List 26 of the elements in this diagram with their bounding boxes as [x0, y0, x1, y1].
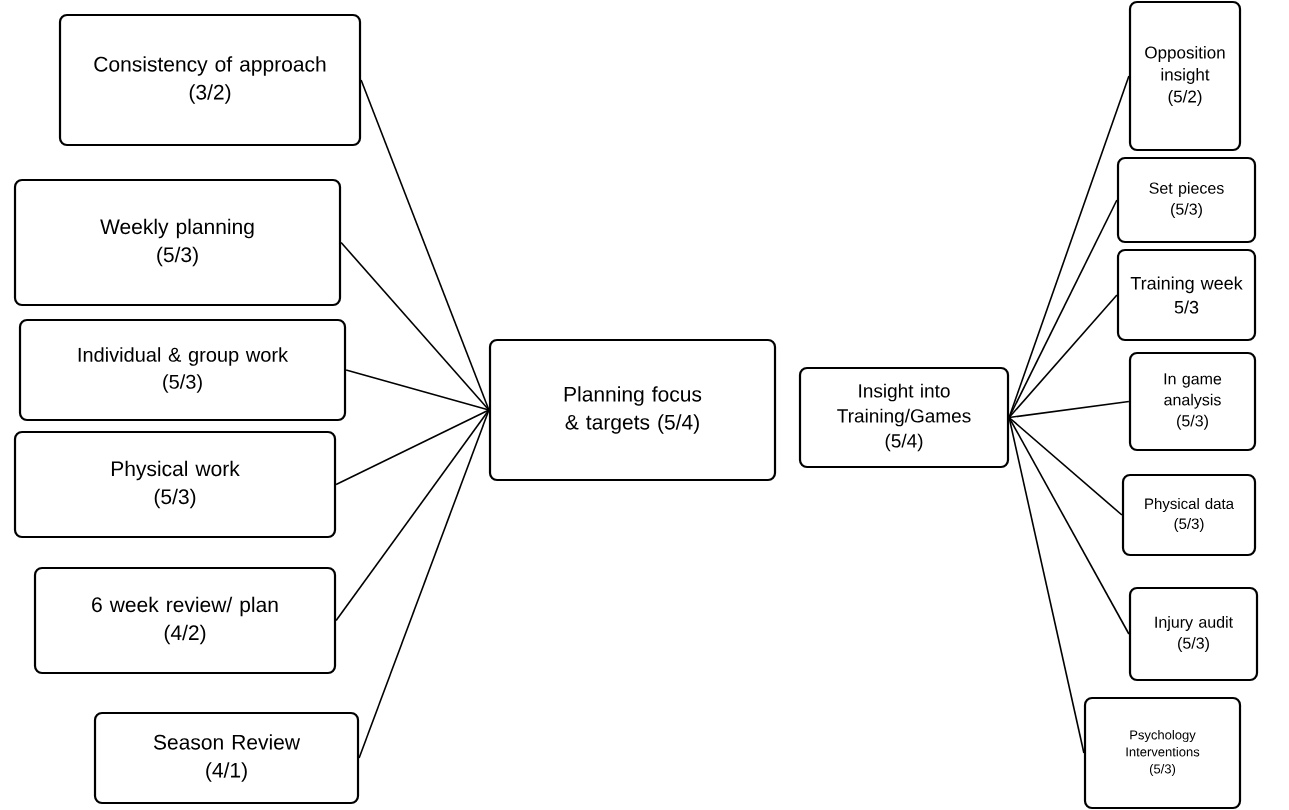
connector-line — [340, 241, 490, 411]
process-box: Planning focus & targets (5/4) — [488, 338, 777, 482]
process-box: In game analysis (5/3) — [1128, 351, 1257, 452]
connector-line — [1008, 416, 1123, 516]
connector-line — [1008, 400, 1130, 419]
connector-line — [1008, 416, 1085, 754]
connector-line — [335, 409, 490, 486]
connector-line — [358, 409, 490, 759]
process-box: Psychology Interventions (5/3) — [1083, 696, 1242, 810]
process-box: 6 week review/ plan (4/2) — [33, 566, 337, 675]
process-box: Training week 5/3 — [1116, 248, 1257, 342]
process-box: Injury audit (5/3) — [1128, 586, 1259, 682]
process-box: Season Review (4/1) — [93, 711, 360, 805]
process-box: Physical data (5/3) — [1121, 473, 1257, 557]
process-box: Physical work (5/3) — [13, 430, 337, 539]
connector-line — [335, 409, 490, 622]
process-box: Set pieces (5/3) — [1116, 156, 1257, 244]
connector-line — [1008, 294, 1118, 419]
connector-line — [345, 369, 490, 411]
process-box: Weekly planning (5/3) — [13, 178, 342, 307]
connector-line — [1008, 416, 1130, 635]
process-box: Individual & group work (5/3) — [18, 318, 347, 422]
process-box: Insight into Training/Games (5/4) — [798, 366, 1010, 469]
connector-line — [360, 79, 490, 411]
process-box: Consistency of approach (3/2) — [58, 13, 362, 147]
process-box: Opposition insight (5/2) — [1128, 0, 1242, 152]
